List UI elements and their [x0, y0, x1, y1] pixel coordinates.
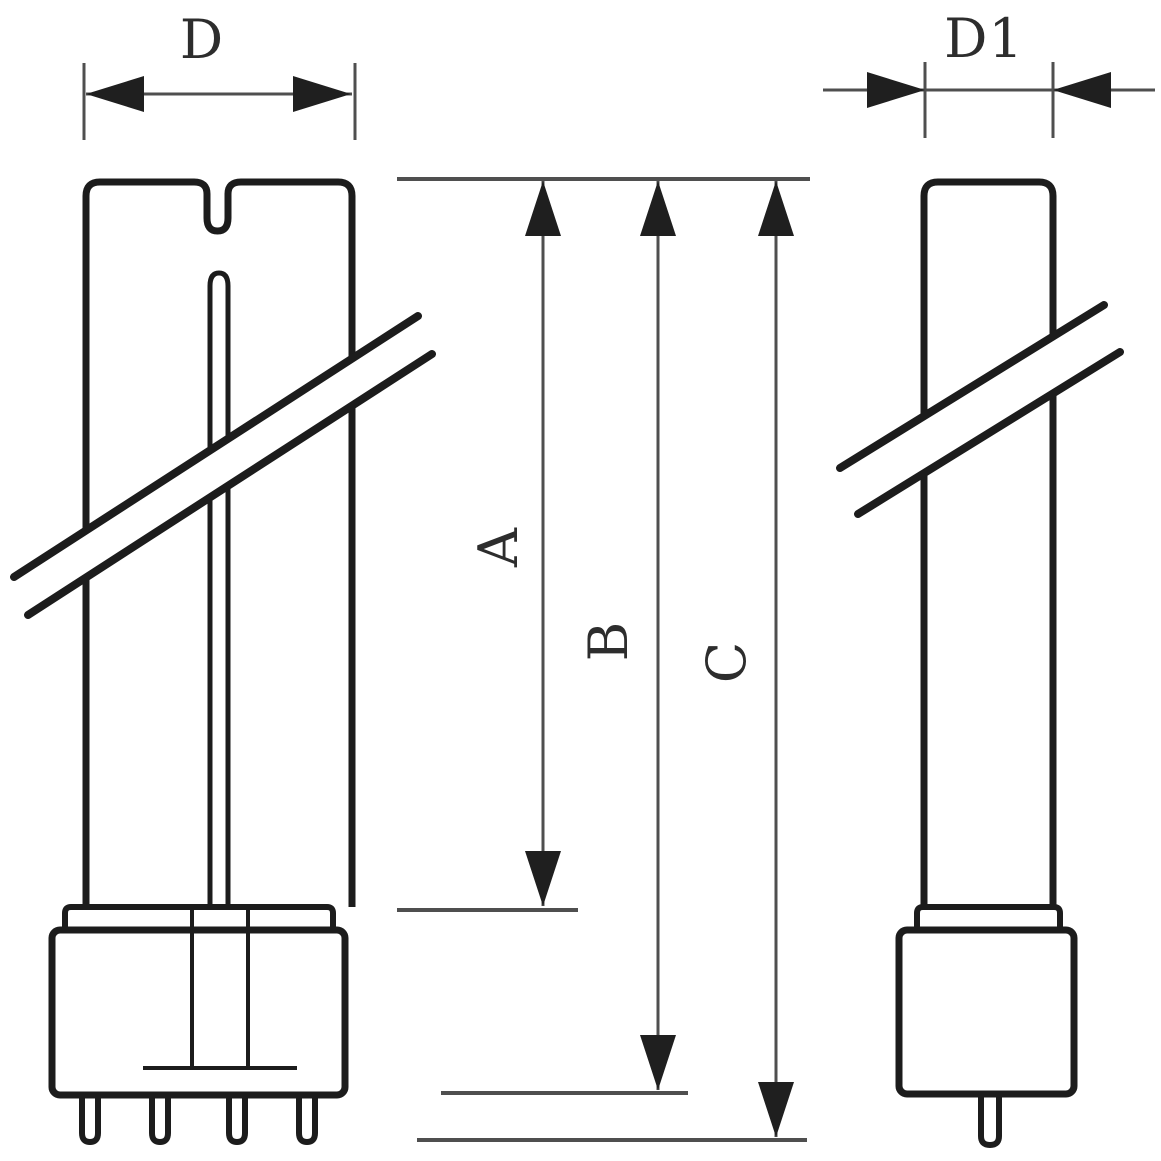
- break-line-side-upper: [836, 301, 1108, 472]
- dim-label-a: A: [467, 527, 530, 568]
- break-gap-front: [14, 316, 432, 615]
- dim-label-d1: D1: [944, 7, 1024, 70]
- dim-label-d: D: [180, 8, 224, 71]
- lamp-side-base-body: [895, 926, 1078, 1098]
- dimension-annotations: D D1 A B C: [82, 7, 1155, 1142]
- lamp-front-center-slot: [207, 270, 231, 907]
- arrowhead-b-top: [640, 181, 676, 236]
- arrowhead-c-bottom: [758, 1082, 794, 1137]
- lamp-front-base-collar: [62, 904, 336, 930]
- side-base-pin: [978, 1094, 1002, 1149]
- break-line-side-lower: [854, 348, 1124, 518]
- arrowhead-a-top: [525, 181, 561, 236]
- arrowhead-d1-left: [867, 72, 925, 108]
- arrowhead-d-right: [293, 76, 351, 112]
- dim-label-c: C: [695, 641, 758, 683]
- lamp-front-view: [10, 178, 436, 1146]
- base-pin-1: [79, 1095, 101, 1146]
- arrowhead-d1-right: [1053, 72, 1111, 108]
- base-pin-4: [296, 1095, 318, 1146]
- arrowhead-b-bottom: [640, 1035, 676, 1090]
- break-line-front-lower: [24, 350, 436, 619]
- lamp-side-outline: [920, 178, 1057, 907]
- lamp-front-outline: [82, 178, 356, 907]
- arrowhead-c-top: [758, 181, 794, 236]
- base-pin-2: [149, 1095, 171, 1146]
- base-pin-3: [226, 1095, 248, 1146]
- arrowhead-a-bottom: [525, 851, 561, 906]
- dim-label-b: B: [577, 621, 640, 662]
- arrowhead-d-left: [86, 76, 144, 112]
- break-gap-side: [840, 305, 1120, 514]
- dimension-labels: D D1 A B C: [180, 7, 1024, 683]
- lamp-front-base-body: [48, 926, 349, 1099]
- break-line-front-upper: [10, 312, 422, 581]
- lamp-side-base-collar: [914, 904, 1063, 930]
- dimension-arrowheads: [86, 72, 1111, 1137]
- lamp-side-view: [836, 178, 1124, 1149]
